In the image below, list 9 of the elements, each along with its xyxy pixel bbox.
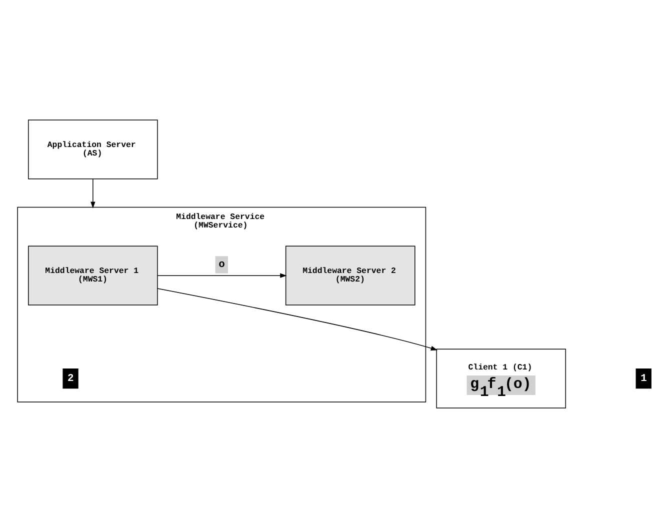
label: 1 [640, 372, 647, 384]
node-box: Middleware Server 2 (MWS2) [285, 245, 416, 305]
node-box: Application Server (AS) [28, 119, 158, 179]
arrow [157, 272, 287, 278]
label: 2 [68, 372, 74, 384]
arrow [157, 288, 438, 350]
node-box: Middleware Server 1 (MWS1) [28, 245, 158, 305]
edge-label: o [218, 258, 225, 271]
arrow [90, 178, 96, 208]
